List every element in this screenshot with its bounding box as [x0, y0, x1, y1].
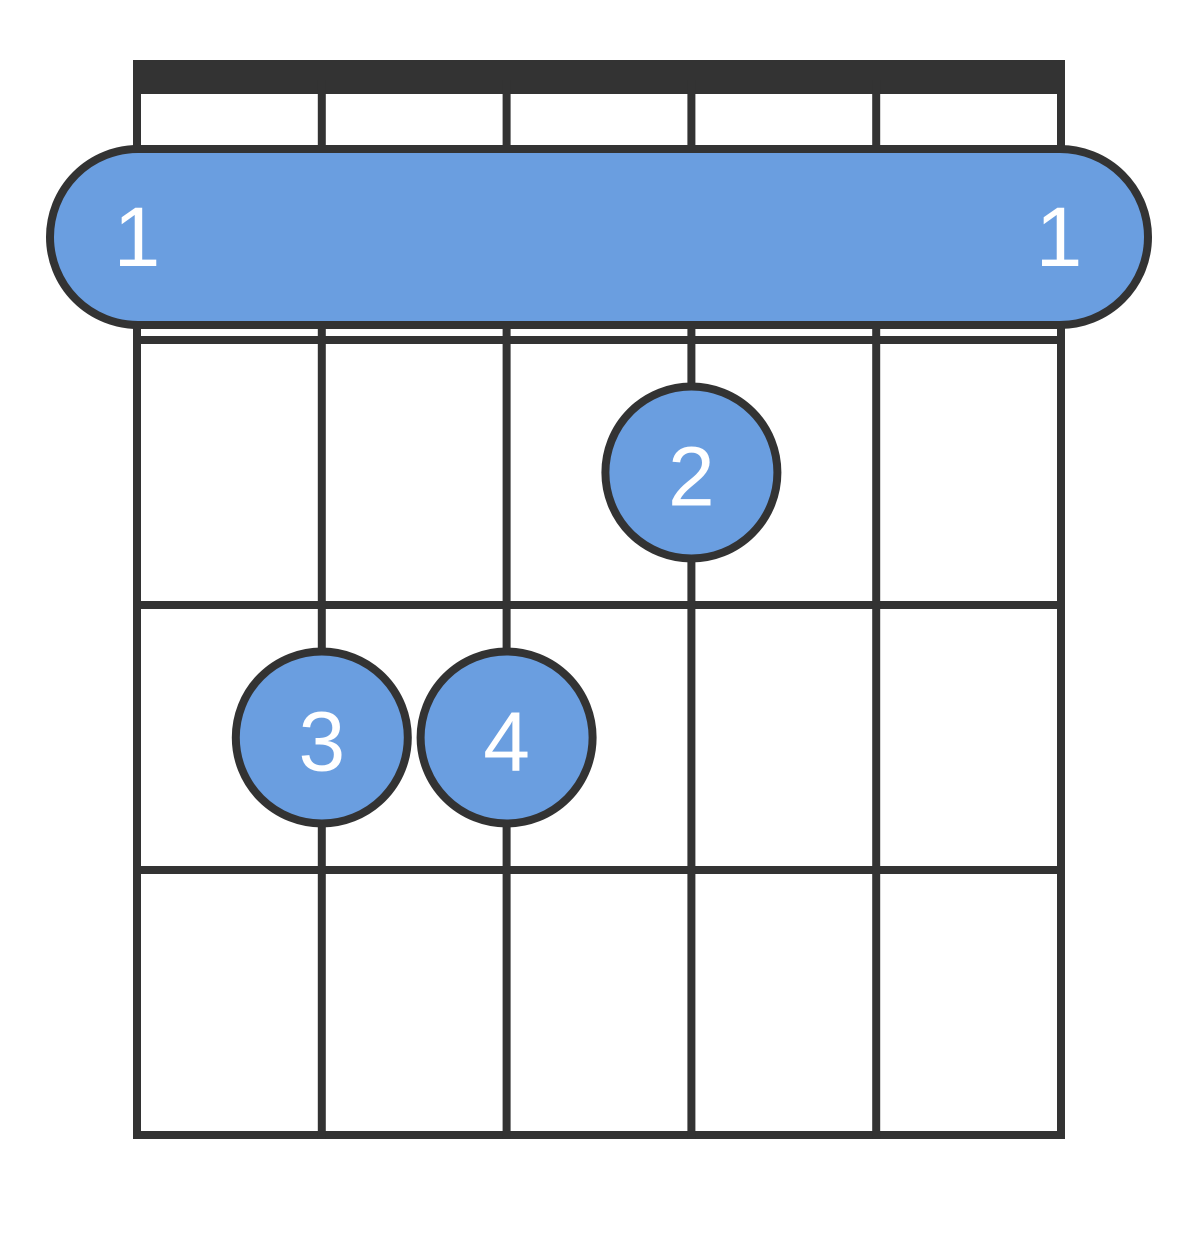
- finger-circle: [601, 382, 782, 563]
- barre-label-end: 1: [1036, 190, 1083, 284]
- finger-label: 3: [298, 695, 345, 789]
- finger-label: 2: [668, 430, 715, 524]
- barre-label-start: 1: [114, 190, 161, 284]
- barre-shape: [46, 145, 1152, 329]
- nut: [133, 60, 1065, 94]
- finger-dot-2: 2: [601, 382, 782, 563]
- finger-dots: 2 3 4: [231, 382, 782, 828]
- finger-label: 4: [483, 695, 530, 789]
- barre: 1 1: [46, 145, 1152, 329]
- finger-dot-4: 4: [416, 647, 597, 828]
- finger-circle: [416, 647, 597, 828]
- fret-lines: [133, 336, 1065, 1139]
- finger-dot-3: 3: [231, 647, 412, 828]
- finger-circle: [231, 647, 412, 828]
